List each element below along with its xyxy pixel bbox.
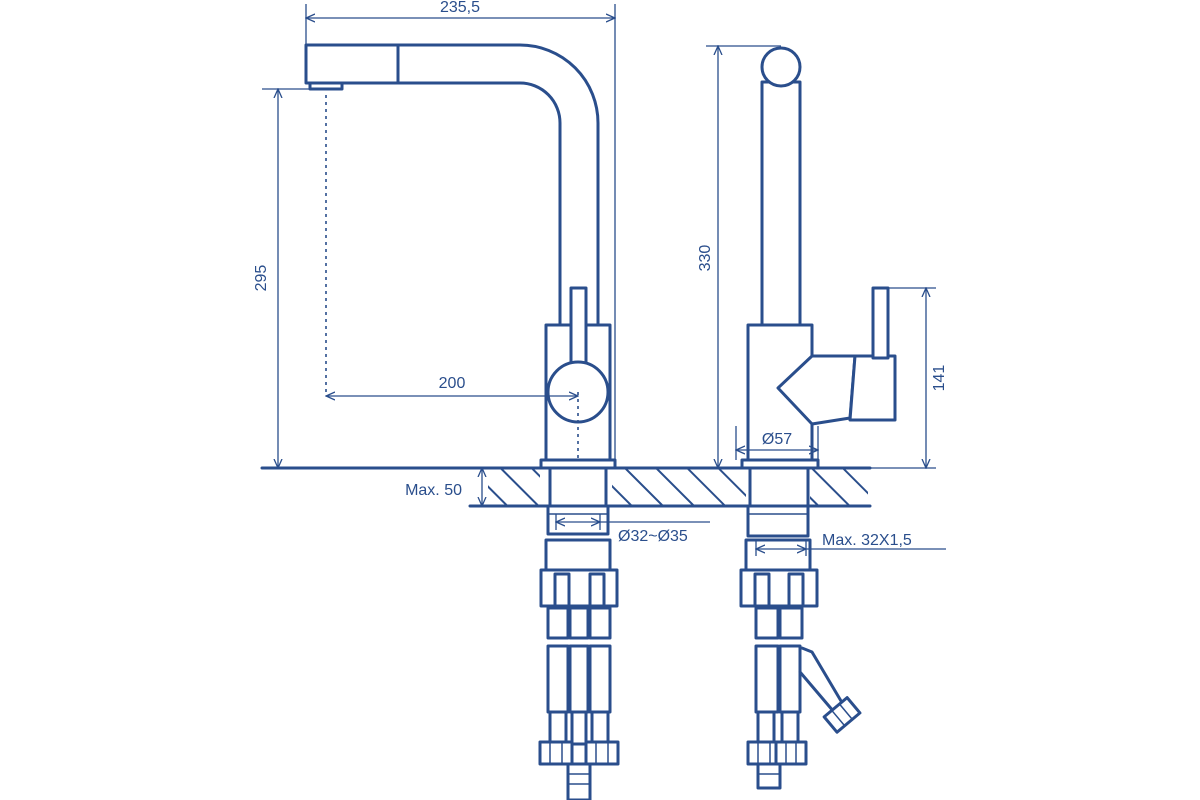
dimension-overall-width: 235,5: [306, 0, 615, 460]
spout-height-label: 295: [253, 265, 270, 292]
dimension-thread: Max. 32X1,5: [756, 532, 946, 556]
thread-label: Max. 32X1,5: [822, 532, 912, 549]
countertop-thickness-label: Max. 50: [405, 482, 462, 499]
overall-height-label: 330: [697, 245, 714, 272]
base-diameter-label: Ø57: [762, 431, 792, 448]
dimension-spout-height: 295: [253, 89, 310, 468]
dimension-spout-reach: 200: [326, 375, 578, 396]
faucet-side-view: [739, 46, 897, 790]
dimension-countertop-thickness: Max. 50: [405, 468, 482, 506]
overall-width-label: 235,5: [440, 0, 480, 16]
front-hoses: [538, 606, 620, 800]
hole-diameter-label: Ø32~Ø35: [618, 528, 688, 545]
dimension-base-diameter: Ø57: [736, 426, 818, 460]
dimension-hole-diameter: Ø32~Ø35: [556, 514, 710, 545]
dimension-overall-height: 330: [697, 46, 781, 468]
spout-reach-label: 200: [439, 375, 466, 392]
faucet-front-view: [304, 43, 620, 800]
countertop: [260, 466, 872, 508]
side-hoses: [746, 606, 862, 790]
handle-height-label: 141: [931, 365, 948, 392]
dimension-handle-height: 141: [870, 288, 948, 468]
